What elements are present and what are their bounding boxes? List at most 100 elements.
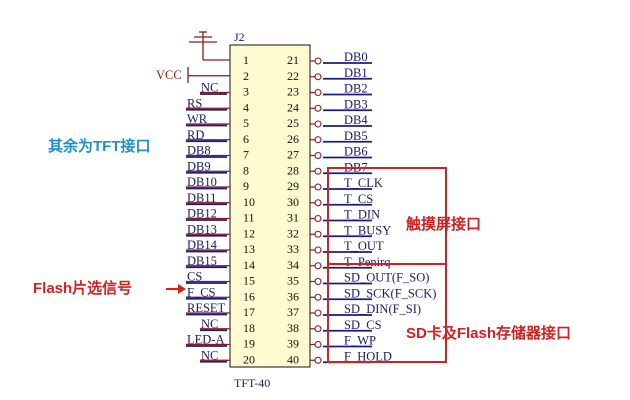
pin-number: 6 [243,132,249,146]
pin-terminal [314,104,322,112]
pin-number: 28 [287,163,299,177]
pin-signal-label: DB6 [344,145,368,159]
sd-flash-interface-box [327,263,447,363]
pin-number: 20 [243,352,255,366]
pin-number: 34 [287,258,299,272]
pin-number: 15 [243,274,255,288]
pin-terminal [314,199,322,207]
vcc-label: VCC [156,68,182,82]
pin-number: 33 [287,242,299,256]
left-pin-3: 3NC [200,81,249,99]
left-pin-group: 123NC4RS5WR6RD7DB88DB99DB1010DB1111DB121… [186,53,255,366]
pin-signal-label: DB0 [344,50,368,64]
pin-signal-label: DB15 [187,254,217,268]
pin-signal-label: T_DIN [344,208,380,222]
pin-signal-label: LED-A [187,333,225,347]
pin-terminal [314,325,322,333]
flash-chip-select-note: Flash片选信号 [33,279,132,297]
pin-number: 12 [243,226,255,240]
pin-number: 36 [287,289,299,303]
pin-signal-label: NC [201,317,218,331]
left-pin-1: 1 [243,53,249,67]
pin-number: 27 [287,148,299,162]
sd-flash-interface-note: SD卡及Flash存储器接口 [406,324,571,342]
pin-terminal [314,340,322,349]
pin-number: 40 [287,352,299,366]
pin-signal-label: SD_OUT(F_SO) [344,271,429,285]
pin-terminal [314,214,322,223]
pin-signal-label: DB1 [344,66,368,80]
pin-number: 11 [243,211,255,225]
left-pin-7: 7 DB8 [186,144,249,162]
pin-number: 22 [287,69,299,83]
pin-number: 30 [287,195,299,209]
left-pin-18: 18 NC [200,317,255,335]
pin-terminal [314,151,322,160]
pin-signal-label: RESET [187,301,226,315]
pin-signal-label: DB11 [187,191,216,205]
pin-terminal [314,57,322,65]
arrow-right-icon [166,284,186,294]
pin-signal-label: DB14 [187,238,218,252]
pin-signal-label: DB4 [344,113,368,127]
left-pin-16: 16F_CS [186,285,255,303]
right-pin-26: 26 DB5 [287,129,372,146]
left-pin-20: 20 NC [200,348,255,366]
right-pin-40: 40 F_HOLD [287,349,392,366]
left-pin-6: 6 RD [186,128,249,146]
pin-signal-label: SD_CS [344,318,382,332]
designator-label: J2 [234,30,245,44]
part-label: TFT-40 [234,376,270,390]
pin-signal-label: RD [187,128,204,142]
pin-number: 18 [243,321,255,335]
pin-signal-label: DB5 [344,129,368,143]
pin-terminal [314,73,322,81]
pin-number: 26 [287,132,299,146]
pin-number: 4 [243,100,249,114]
pin-terminal [314,136,322,144]
right-pin-34: 34 T_Penirq [287,255,391,272]
pin-terminal [314,309,322,317]
pin-signal-label: F_HOLD [344,349,392,363]
pin-number: 13 [243,242,255,256]
pin-signal-label: NC [201,81,218,95]
right-pin-36: 36 SD_SCK(F_SCK) [287,286,436,303]
pin-signal-label: SD_SCK(F_SCK) [344,286,436,300]
pin-signal-label: RS [187,96,202,110]
right-pin-38: 38 SD_CS [287,318,382,335]
pin-number: 7 [243,148,249,162]
right-pin-22: 22 DB1 [287,66,372,83]
left-pin-2: 2 [188,69,249,83]
pin-terminal [314,246,322,254]
pin-terminal [314,230,322,238]
pin-signal-label: DB8 [187,144,211,158]
left-pin-13: 13 DB14 [186,238,255,256]
pin-signal-label: T_Penirq [344,255,391,269]
pin-number: 35 [287,274,299,288]
pin-number: 38 [287,321,299,335]
pin-signal-label: NC [201,348,218,362]
pin-number: 16 [243,289,255,303]
left-pin-5: 5WR [186,112,249,130]
pin-terminal [314,293,322,301]
pin-terminal [314,277,322,286]
pin-number: 2 [243,69,249,83]
left-pin-4: 4 RS [186,96,249,114]
right-pin-27: 27 DB6 [287,145,372,162]
pin-signal-label: DB2 [344,82,368,96]
